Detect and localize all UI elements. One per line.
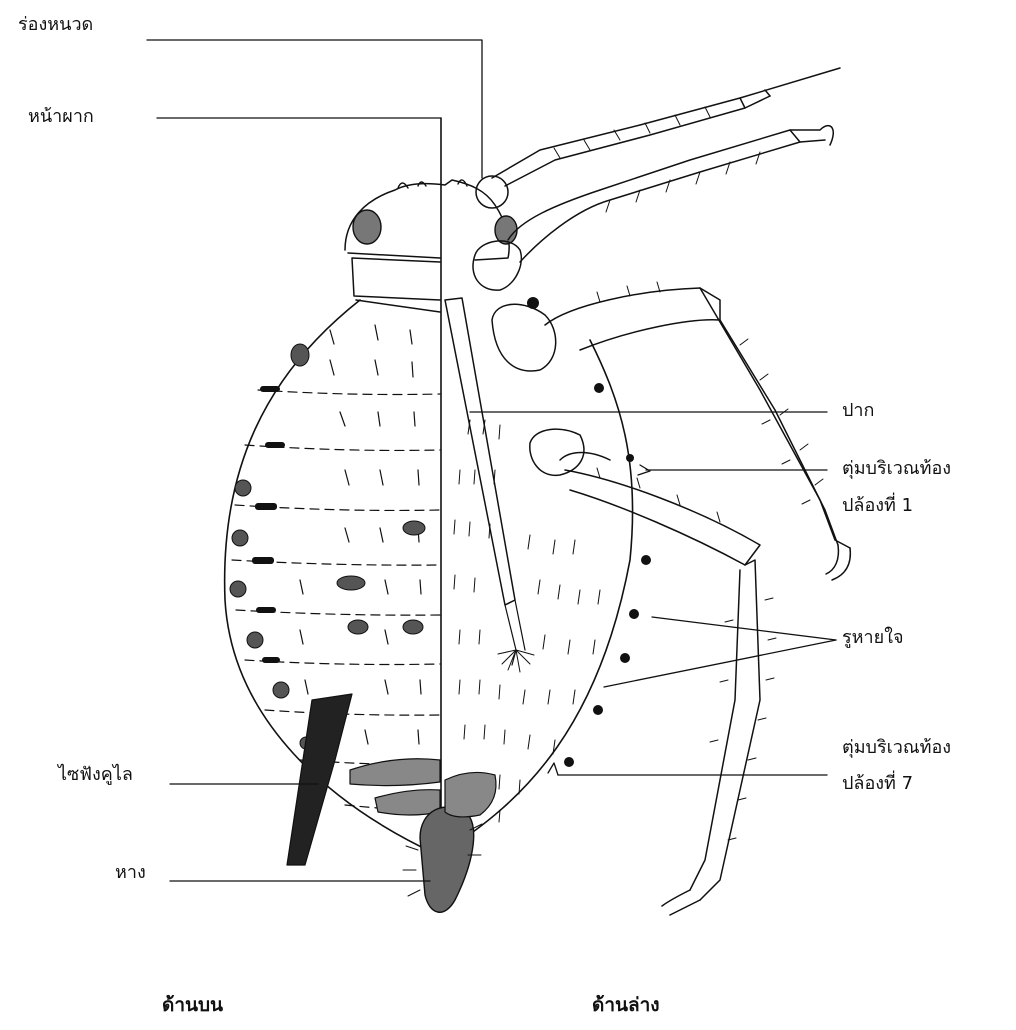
foreleg [545, 288, 850, 580]
leader-spiracle-b [604, 640, 836, 687]
leader-spiracle-a [652, 617, 836, 640]
label-tubercle-segment-7-line2: ปล้องที่ 7 [842, 773, 913, 795]
antennae [492, 68, 840, 262]
caption-dorsal-view: ด้านบน [162, 990, 223, 1020]
label-tubercle-segment-1-line1: ตุ่มบริเวณท้อง [842, 458, 951, 480]
prothorax [348, 253, 440, 312]
compound-eye-dorsal [353, 210, 381, 244]
ventral-plates-dark [445, 772, 496, 817]
rostrum-tip-hairs [498, 650, 534, 672]
rostrum [445, 298, 515, 605]
leader-antennal-groove [147, 40, 482, 178]
tubercle-segment-7 [548, 763, 558, 775]
cauda [420, 807, 474, 912]
compound-eye-ventral [495, 216, 517, 244]
label-cauda: หาง [115, 862, 146, 884]
ventral-hairs [454, 420, 600, 822]
label-tubercle-segment-7-line1: ตุ่มบริเวณท้อง [842, 737, 951, 759]
leader-lines [147, 40, 836, 881]
dorsal-marginal-marks [252, 386, 285, 663]
ventral-plates [473, 176, 610, 475]
label-mouth: ปาก [842, 400, 874, 422]
dorsal-hairs [300, 325, 421, 744]
hindleg [565, 470, 760, 915]
antenna-hairs [554, 107, 760, 212]
label-siphunculus: ไซฟังคูไล [58, 764, 133, 786]
caption-ventral-view: ด้านล่าง [592, 990, 660, 1020]
siphunculus [287, 694, 352, 865]
dorsal-sclerites [230, 344, 425, 749]
label-spiracle: รูหายใจ [842, 627, 904, 649]
label-antennal-groove: ร่องหนวด [18, 14, 93, 36]
label-tubercle-segment-1-line2: ปล้องที่ 1 [842, 495, 913, 517]
label-frons: หน้าผาก [28, 106, 94, 128]
rostrum-tip [505, 600, 525, 665]
